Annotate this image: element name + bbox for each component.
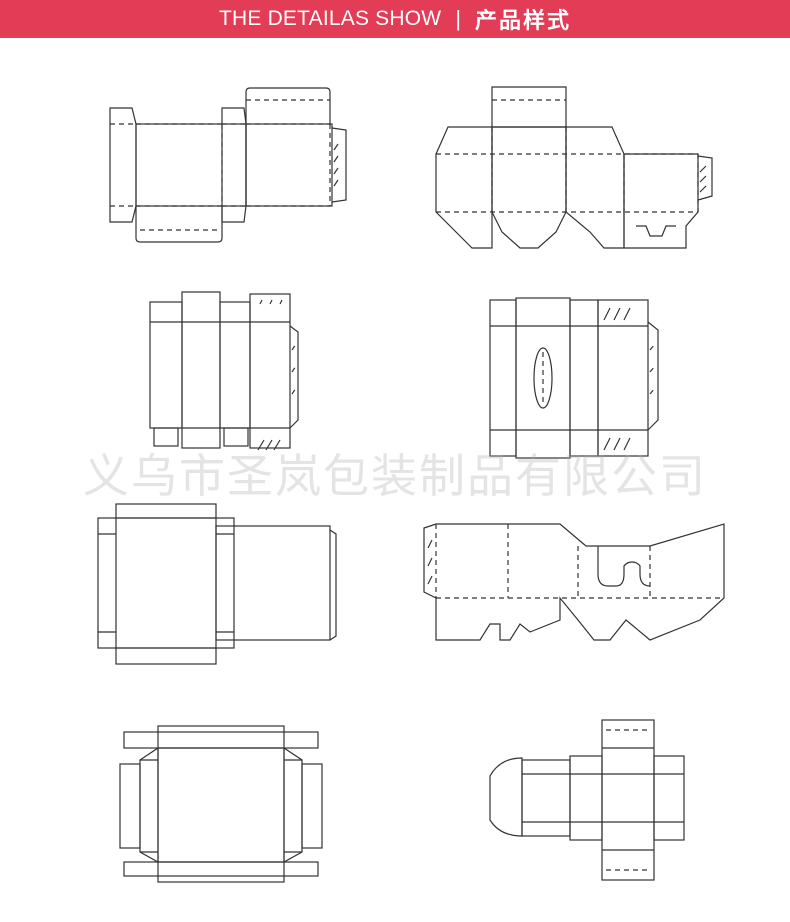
- banner-title-en: THE DETAILAS SHOW: [218, 7, 442, 30]
- box-template-2: [435, 86, 713, 249]
- box-template-1: [109, 87, 347, 243]
- header-banner: THE DETAILAS SHOW | 产品样式: [0, 0, 790, 38]
- box-template-8: [489, 719, 685, 881]
- banner-title-cn: 产品样式: [475, 9, 572, 34]
- banner-separator: |: [455, 6, 462, 31]
- box-template-7: [119, 725, 323, 883]
- box-template-5: [97, 503, 337, 665]
- box-template-4: [489, 297, 659, 459]
- box-template-3: [149, 291, 299, 451]
- box-template-6: [423, 523, 725, 641]
